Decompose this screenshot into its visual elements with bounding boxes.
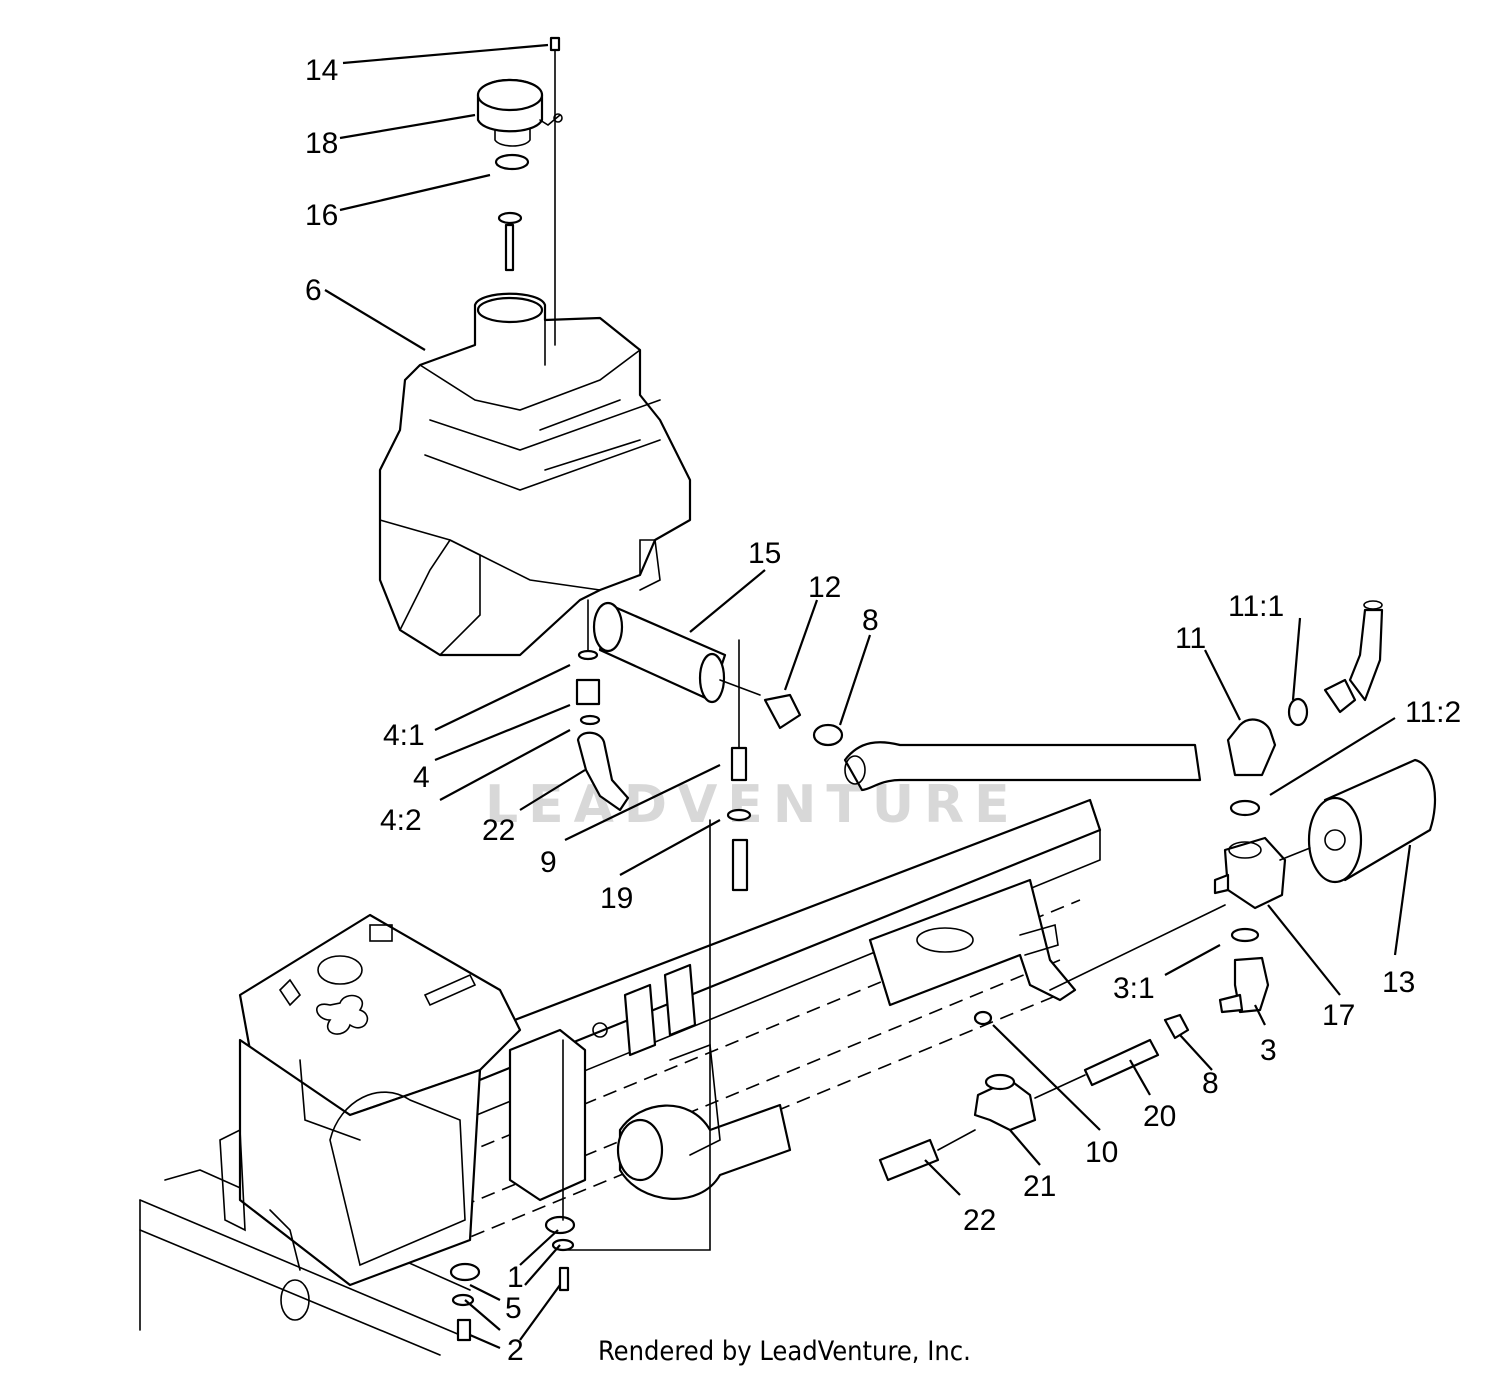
callout-11-1: 11:1	[1228, 590, 1284, 623]
callout-18: 18	[305, 127, 338, 160]
callout-9: 9	[540, 846, 557, 879]
callout-5: 5	[505, 1292, 522, 1325]
callout-15: 15	[748, 537, 781, 570]
callout-4-2: 4:2	[380, 804, 422, 837]
callout-3-1: 3:1	[1113, 972, 1155, 1005]
callout-20: 20	[1143, 1100, 1176, 1133]
callout-4: 4	[413, 761, 430, 794]
render-credit: Rendered by LeadVenture, Inc.	[598, 1336, 971, 1367]
chassis-frame	[139, 798, 1102, 1356]
callout-10: 10	[1085, 1136, 1118, 1169]
callout-labels: 14 18 16 6 15 12 8 11:1 11 11:2 4:1 4 4:…	[305, 54, 1461, 1367]
callout-13: 13	[1382, 966, 1415, 999]
callout-22-lower: 22	[963, 1204, 996, 1237]
callout-2: 2	[507, 1334, 524, 1367]
callout-3: 3	[1260, 1034, 1277, 1067]
callout-11-2: 11:2	[1405, 696, 1461, 729]
leader-lines	[324, 43, 1412, 1350]
callout-1: 1	[507, 1261, 524, 1294]
callout-4-1: 4:1	[383, 719, 425, 752]
callout-16: 16	[305, 199, 338, 232]
callout-11: 11	[1175, 622, 1206, 655]
watermark-text: LEADVENTURE	[485, 775, 1020, 835]
fuel-cap-assembly	[476, 36, 563, 346]
fuel-line-assembly	[559, 599, 1202, 1251]
callout-6: 6	[305, 274, 322, 307]
callout-21: 21	[1023, 1170, 1056, 1203]
callout-8-upper: 8	[862, 604, 879, 637]
callout-8-lower: 8	[1202, 1067, 1219, 1100]
callout-14: 14	[305, 54, 338, 87]
lower-fuel-line	[449, 1010, 1190, 1342]
callout-22-upper: 22	[482, 814, 515, 847]
fuel-tank	[378, 292, 692, 657]
oil-filter-assembly	[1049, 600, 1437, 1014]
callout-12: 12	[808, 571, 841, 604]
callout-17: 17	[1322, 999, 1355, 1032]
callout-19: 19	[600, 882, 633, 915]
